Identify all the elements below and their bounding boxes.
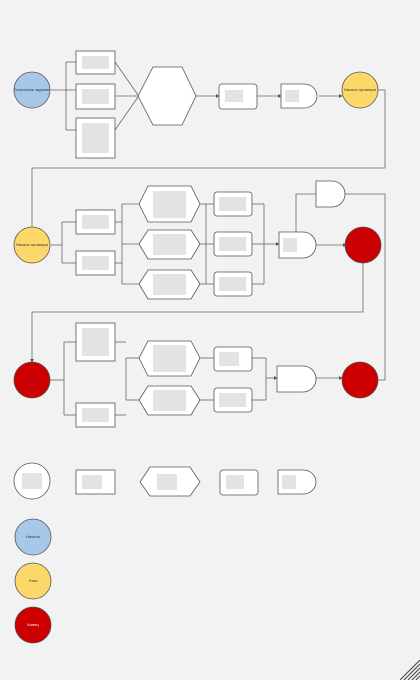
row-3 bbox=[13, 322, 379, 428]
hexagon-text-placeholder bbox=[153, 191, 186, 218]
connector bbox=[114, 96, 139, 131]
resize-grip-icon[interactable] bbox=[399, 659, 420, 680]
hexagon-text-placeholder bbox=[153, 345, 186, 372]
palette-process-text-placeholder bbox=[226, 475, 244, 489]
legend-red-circle[interactable] bbox=[14, 606, 52, 644]
legend-blue-label: Начало bbox=[26, 534, 41, 539]
process-box-text-placeholder bbox=[219, 197, 246, 211]
connector bbox=[30, 262, 364, 363]
row-1: Получение задания Начало проверки bbox=[13, 50, 379, 159]
start-event-label: Получение задания bbox=[14, 87, 51, 92]
legend: Начало Этап Конец bbox=[14, 518, 52, 644]
stage-event-label: Начало проверки bbox=[344, 87, 376, 92]
and-gate[interactable] bbox=[315, 180, 346, 208]
process-box-text-placeholder bbox=[219, 393, 246, 407]
stage-start-label: Начало проверки bbox=[16, 242, 48, 247]
hexagon-text-placeholder bbox=[153, 274, 186, 295]
shape-palette bbox=[13, 462, 317, 500]
connector bbox=[114, 61, 139, 96]
legend-red-label: Конец bbox=[27, 622, 39, 627]
task-box-text-placeholder bbox=[82, 56, 109, 69]
and-gate-text-placeholder bbox=[283, 238, 297, 252]
process-box-text-placeholder bbox=[225, 90, 243, 102]
palette-task-text-placeholder bbox=[82, 475, 102, 489]
palette-circle-text-placeholder bbox=[22, 473, 42, 489]
process-box-text-placeholder bbox=[219, 277, 246, 291]
palette-hexagon-text-placeholder bbox=[157, 474, 177, 490]
connector bbox=[31, 89, 386, 228]
hexagon-text-placeholder bbox=[153, 390, 186, 411]
legend-yellow-circle[interactable] bbox=[14, 562, 52, 600]
end-event[interactable] bbox=[344, 226, 382, 264]
task-box-text-placeholder bbox=[82, 123, 109, 153]
end-event[interactable] bbox=[13, 361, 51, 399]
task-box-text-placeholder bbox=[82, 328, 109, 356]
connector bbox=[295, 193, 316, 232]
task-box-text-placeholder bbox=[82, 256, 109, 270]
preparation-hexagon[interactable] bbox=[137, 66, 197, 126]
connectors bbox=[30, 61, 386, 416]
and-gate-text-placeholder bbox=[285, 90, 299, 102]
start-event[interactable] bbox=[13, 71, 51, 109]
connector bbox=[345, 193, 386, 381]
task-box-text-placeholder bbox=[82, 89, 109, 104]
stage-start-event[interactable] bbox=[13, 226, 51, 264]
process-box-text-placeholder bbox=[219, 237, 246, 251]
process-box-text-placeholder bbox=[219, 352, 239, 366]
and-gate[interactable] bbox=[276, 365, 317, 393]
task-box-text-placeholder bbox=[82, 215, 109, 229]
task-box-text-placeholder bbox=[82, 408, 109, 422]
stage-event[interactable] bbox=[341, 71, 379, 109]
row-2: Начало проверки bbox=[13, 180, 382, 300]
legend-yellow-label: Этап bbox=[28, 578, 37, 583]
legend-blue-circle[interactable] bbox=[14, 518, 52, 556]
palette-and-gate-text-placeholder bbox=[282, 475, 296, 489]
hexagon-text-placeholder bbox=[153, 234, 186, 255]
end-event[interactable] bbox=[341, 361, 379, 399]
